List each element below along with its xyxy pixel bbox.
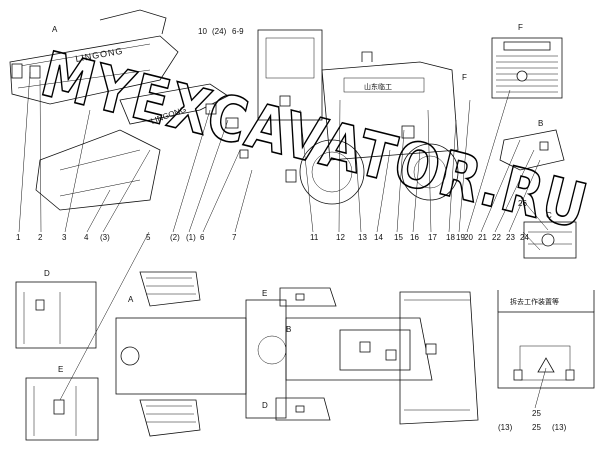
callout-number: 12 (336, 233, 345, 242)
callout-number: 6 (200, 233, 205, 242)
callout-number: 19 (456, 233, 465, 242)
callout-number: 20 (464, 233, 473, 242)
leader-line (39, 79, 42, 233)
top-label-6-9: 6-9 (232, 27, 244, 36)
leader-line (64, 109, 91, 233)
leader-line (427, 109, 432, 233)
loader-top-view: A B E D (115, 271, 479, 437)
leader-line (59, 231, 150, 401)
leader-line (458, 99, 471, 233)
view-a-marker-plan: A (128, 295, 134, 304)
view-e-marker-plan: E (262, 289, 267, 298)
detail-d: D (15, 269, 97, 349)
callout-number: (3) (100, 233, 110, 242)
leader-line (396, 129, 405, 233)
callout-number: 13 (358, 233, 367, 242)
leader-line (102, 149, 151, 233)
callout-number: 2 (38, 233, 43, 242)
leader-line (234, 169, 253, 233)
leader-line (86, 189, 111, 233)
view-e-marker: E (58, 365, 63, 374)
callout-number: 22 (492, 233, 501, 242)
bottom-right-label-3: (13) (552, 423, 567, 432)
callout-number: 5 (146, 233, 151, 242)
view-d-marker-plan: D (262, 401, 268, 410)
leader-line (18, 71, 31, 233)
leader-line (494, 149, 535, 233)
callout-number: 24 (520, 233, 529, 242)
leader-line (466, 89, 511, 233)
leader-line (534, 367, 547, 409)
detail-e: E (25, 365, 99, 441)
leader-line (172, 109, 211, 233)
callout-number: (2) (170, 233, 180, 242)
leader-line (355, 149, 362, 233)
callout-number: 23 (506, 233, 515, 242)
callout-number: 1 (16, 233, 21, 242)
leader-line (480, 139, 521, 233)
leader-line (508, 159, 541, 233)
callout-number: 17 (428, 233, 437, 242)
leader-line (520, 197, 549, 231)
callout-number: 7 (232, 233, 237, 242)
top-label-10: 10 (198, 27, 207, 36)
callout-number: 18 (446, 233, 455, 242)
bottom-right-label-1: (13) (498, 423, 513, 432)
callout-number: 11 (310, 233, 319, 242)
callout-number: 3 (62, 233, 67, 242)
leader-line (448, 119, 457, 233)
leader-line (522, 231, 541, 251)
callout-number: 14 (374, 233, 383, 242)
leader-line (202, 149, 241, 233)
callout-number: 25 (532, 409, 541, 418)
view-b-marker-plan: B (286, 325, 291, 334)
leader-line (376, 149, 391, 233)
detail-caption: 拆去工作装置等 (510, 297, 559, 306)
detail-b: B (499, 119, 565, 171)
bottom-right-label-2: 25 (532, 423, 541, 432)
top-label-24: (24) (212, 27, 227, 36)
view-a-marker: A (52, 25, 58, 34)
callout-number: 15 (394, 233, 403, 242)
cab-brand-label: 山东临工 (364, 82, 392, 91)
removed-attachment-detail: 拆去工作装置等 (13) 25 (13) (497, 290, 595, 432)
leader-line (338, 99, 341, 233)
view-d-marker: D (44, 269, 50, 278)
callout-number: 26 (518, 199, 527, 208)
leader-line (188, 119, 229, 233)
callout-number: 4 (84, 233, 89, 242)
callout-number: 16 (410, 233, 419, 242)
grille-detail-f: F (491, 23, 563, 99)
leader-line (412, 149, 421, 233)
view-f-marker: F (518, 23, 523, 32)
leader-line (299, 109, 314, 233)
callout-number: (1) (186, 233, 196, 242)
view-c-marker: C (546, 211, 552, 220)
detail-c: C (523, 211, 577, 259)
callout-number: 21 (478, 233, 487, 242)
view-f-marker-side: F (462, 73, 467, 82)
view-b-marker: B (538, 119, 543, 128)
